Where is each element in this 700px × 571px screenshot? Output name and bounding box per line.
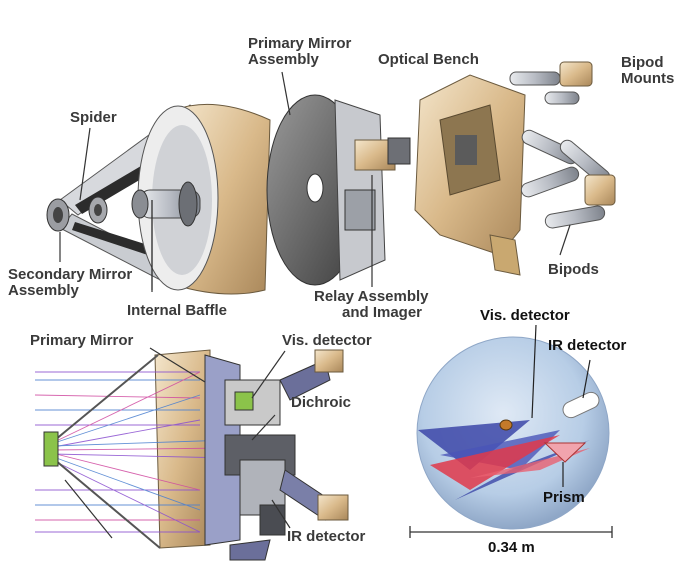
optical-layout-sphere	[409, 324, 613, 538]
top-leader-lines	[59, 71, 571, 292]
bipods	[520, 129, 616, 229]
secondary-mirror-assembly	[46, 196, 108, 232]
bipod-mounts	[509, 61, 593, 105]
cross-section-leaders	[64, 347, 291, 539]
label-primary-mirror: Primary Mirror	[30, 332, 134, 349]
label-bipod-mounts: Bipod Mounts	[621, 54, 675, 87]
label-internal-baffle: Internal Baffle	[127, 302, 228, 319]
label-ir-detector-left: IR detector	[287, 528, 366, 545]
label-secondary-mirror-assembly: Secondary Mirror Assembly	[8, 266, 133, 299]
label-prism: Prism	[543, 489, 585, 506]
cross-section-view	[34, 338, 375, 561]
optical-bench	[414, 74, 526, 276]
label-primary-mirror-assembly: Primary Mirror Assembly	[248, 35, 352, 68]
label-optical-bench: Optical Bench	[378, 51, 479, 68]
label-dichroic: Dichroic	[291, 394, 352, 411]
label-spider: Spider	[70, 109, 117, 126]
baffle-barrel	[131, 103, 271, 295]
light-rays	[34, 371, 231, 533]
label-vis-detector-left: Vis. detector	[282, 332, 372, 349]
label-vis-detector-right: Vis. detector	[480, 307, 570, 324]
scale-bar	[409, 526, 613, 538]
label-relay-assembly: Relay Assembly and Imager	[314, 288, 429, 321]
label-ir-detector-right: IR detector	[548, 337, 627, 354]
label-scale: 0.34 m	[488, 539, 535, 556]
exploded-view	[46, 61, 616, 295]
label-bipods: Bipods	[548, 261, 599, 278]
